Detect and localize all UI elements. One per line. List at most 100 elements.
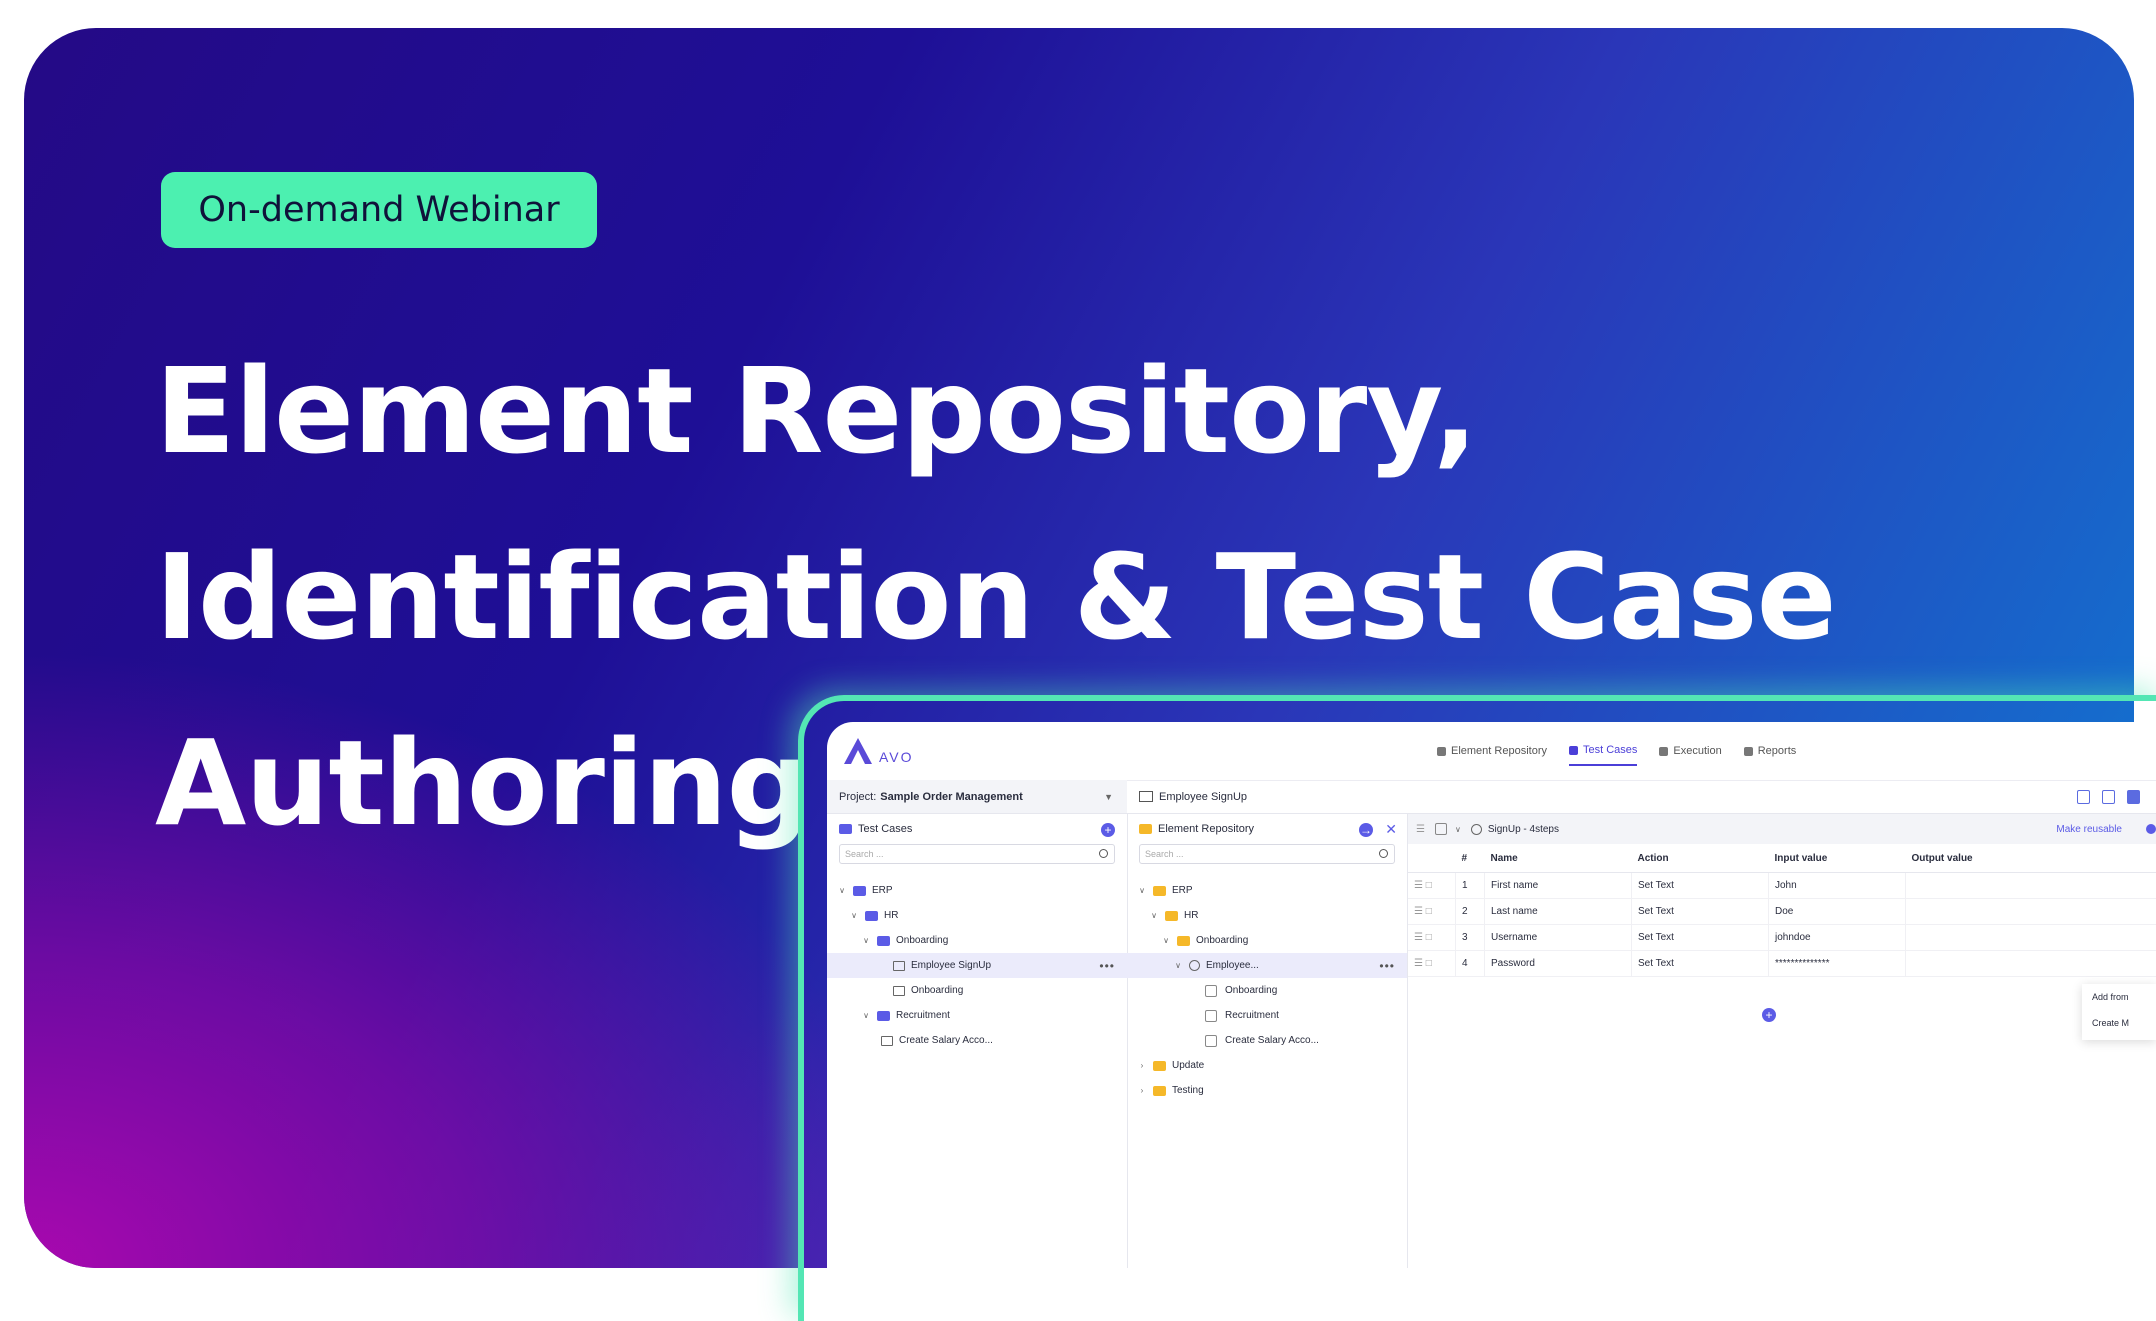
column-header: Name <box>1485 844 1632 873</box>
step-action[interactable]: Set Text <box>1632 899 1769 925</box>
table-row[interactable]: ☰ □ 3 Username Set Text johndoe <box>1408 925 2156 951</box>
checkbox[interactable] <box>1205 1035 1217 1047</box>
step-number: 2 <box>1456 899 1485 925</box>
tree-item[interactable]: ∨Onboarding <box>827 928 1127 953</box>
tab-reports[interactable]: Reports <box>1744 744 1797 766</box>
step-name[interactable]: First name <box>1485 873 1632 899</box>
tab-test-cases[interactable]: Test Cases <box>1569 744 1637 766</box>
table-row[interactable]: ☰ □ 4 Password Set Text ************** <box>1408 951 2156 977</box>
more-icon[interactable]: ••• <box>1379 959 1395 973</box>
chevron-down-icon[interactable]: ∨ <box>1137 886 1147 895</box>
tree-item[interactable]: Onboarding <box>827 978 1127 1003</box>
avo-logo-icon <box>841 736 875 766</box>
tree-item[interactable]: Onboarding <box>1127 978 1407 1003</box>
globe-icon <box>1189 960 1200 971</box>
delete-icon[interactable] <box>2127 790 2140 804</box>
testcase-icon <box>1139 791 1153 802</box>
search-input[interactable]: Search ... <box>839 844 1115 864</box>
chevron-down-icon[interactable]: ∨ <box>849 911 859 920</box>
step-input[interactable]: John <box>1769 873 1906 899</box>
step-name[interactable]: Last name <box>1485 899 1632 925</box>
tree-label: Create Salary Acco... <box>1225 1035 1319 1046</box>
chevron-down-icon[interactable]: ∨ <box>861 1011 871 1020</box>
tree-item[interactable]: ∨Onboarding <box>1127 928 1407 953</box>
tab-label: Test Cases <box>1583 744 1637 756</box>
make-reusable-button[interactable]: Make reusable <box>2056 824 2122 835</box>
row-handle[interactable]: ☰ □ <box>1408 899 1456 925</box>
step-number: 3 <box>1456 925 1485 951</box>
copy-icon[interactable] <box>2077 790 2090 804</box>
search-input[interactable]: Search ... <box>1139 844 1395 864</box>
tree-item[interactable]: Create Salary Acco... <box>1127 1028 1407 1053</box>
more-icon[interactable]: ••• <box>1099 959 1115 973</box>
row-handle[interactable]: ☰ □ <box>1408 951 1456 977</box>
step-output[interactable] <box>1906 925 2156 951</box>
element-tree: ∨ERP ∨ HR ∨Onboarding ∨Employee...••• Onb… <box>1127 878 1407 1103</box>
step-name[interactable]: Password <box>1485 951 1632 977</box>
test-case-tree: ∨ERP ∨HR ∨Onboarding Employee SignUp••• … <box>827 878 1127 1053</box>
step-input[interactable]: Doe <box>1769 899 1906 925</box>
tree-label: Onboarding <box>911 985 963 996</box>
menu-item-add-from[interactable]: Add from <box>2082 984 2156 1010</box>
tab-label: Element Repository <box>1451 745 1547 757</box>
tree-item[interactable]: Create Salary Acco... <box>827 1028 1127 1053</box>
step-action[interactable]: Set Text <box>1632 873 1769 899</box>
folder-icon <box>865 911 878 921</box>
chevron-down-icon[interactable]: ∨ <box>1173 961 1183 970</box>
chevron-down-icon[interactable]: ∨ <box>837 886 847 895</box>
step-output[interactable] <box>1906 873 2156 899</box>
tree-item-selected[interactable]: Employee SignUp••• <box>827 953 1127 978</box>
arrow-right-icon[interactable]: → <box>1359 823 1373 837</box>
step-input[interactable]: johndoe <box>1769 925 1906 951</box>
add-icon[interactable]: + <box>1101 823 1115 837</box>
chevron-down-icon[interactable]: ∨ <box>1161 936 1171 945</box>
tree-item[interactable]: ›Testing <box>1127 1078 1407 1103</box>
chevron-down-icon[interactable]: ∨ <box>861 936 871 945</box>
chevron-down-icon[interactable]: ▼ <box>1104 792 1113 802</box>
chevron-right-icon[interactable]: › <box>1137 1061 1147 1070</box>
chevron-down-icon[interactable]: ∨ <box>1149 911 1159 920</box>
chevron-right-icon[interactable]: › <box>1137 1086 1147 1095</box>
search-placeholder: Search ... <box>1145 849 1184 859</box>
tree-item[interactable]: ∨HR <box>827 903 1127 928</box>
tree-item[interactable]: ∨Recruitment <box>827 1003 1127 1028</box>
project-selector[interactable]: Project: Sample Order Management ▼ <box>827 780 1127 814</box>
tab-label: Reports <box>1758 745 1797 757</box>
checkbox[interactable] <box>1205 1010 1217 1022</box>
nav-tabs: Element Repository Test Cases Execution … <box>1437 744 1796 766</box>
step-action[interactable]: Set Text <box>1632 951 1769 977</box>
select-all-checkbox[interactable] <box>1435 823 1447 835</box>
step-output[interactable] <box>1906 899 2156 925</box>
close-icon[interactable]: ✕ <box>1385 821 1397 838</box>
tab-execution[interactable]: Execution <box>1659 744 1721 766</box>
tree-item[interactable]: ›Update <box>1127 1053 1407 1078</box>
add-icon[interactable] <box>2146 824 2156 834</box>
webinar-badge: On-demand Webinar <box>161 172 597 248</box>
row-handle[interactable]: ☰ □ <box>1408 925 1456 951</box>
table-row[interactable]: ☰ □ 2 Last name Set Text Doe <box>1408 899 2156 925</box>
menu-item-create[interactable]: Create M <box>2082 1010 2156 1036</box>
add-step-button[interactable]: + <box>1762 1008 1776 1022</box>
step-action[interactable]: Set Text <box>1632 925 1769 951</box>
tab-element-repository[interactable]: Element Repository <box>1437 744 1547 766</box>
folder-icon <box>1153 1061 1166 1071</box>
grid-icon <box>1569 746 1578 755</box>
drag-handle-icon[interactable]: ☰ <box>1416 824 1425 835</box>
chevron-down-icon[interactable]: ∨ <box>1455 825 1461 834</box>
tree-label: HR <box>1184 910 1198 921</box>
row-handle[interactable]: ☰ □ <box>1408 873 1456 899</box>
tree-item[interactable]: Recruitment <box>1127 1003 1407 1028</box>
element-repository-header: Element Repository → ✕ <box>1127 814 1407 844</box>
tree-item[interactable]: ∨ERP <box>1127 878 1407 903</box>
avo-logo: AVO <box>841 736 914 766</box>
step-name[interactable]: Username <box>1485 925 1632 951</box>
tree-item-selected[interactable]: ∨Employee...••• <box>1127 953 1407 978</box>
paste-icon[interactable] <box>2102 790 2115 804</box>
column-header: Input value <box>1769 844 1906 873</box>
tree-item[interactable]: ∨ERP <box>827 878 1127 903</box>
table-row[interactable]: ☰ □ 1 First name Set Text John <box>1408 873 2156 899</box>
step-input[interactable]: ************** <box>1769 951 1906 977</box>
checkbox[interactable] <box>1205 985 1217 997</box>
tree-item[interactable]: ∨ HR <box>1127 903 1407 928</box>
step-output[interactable] <box>1906 951 2156 977</box>
